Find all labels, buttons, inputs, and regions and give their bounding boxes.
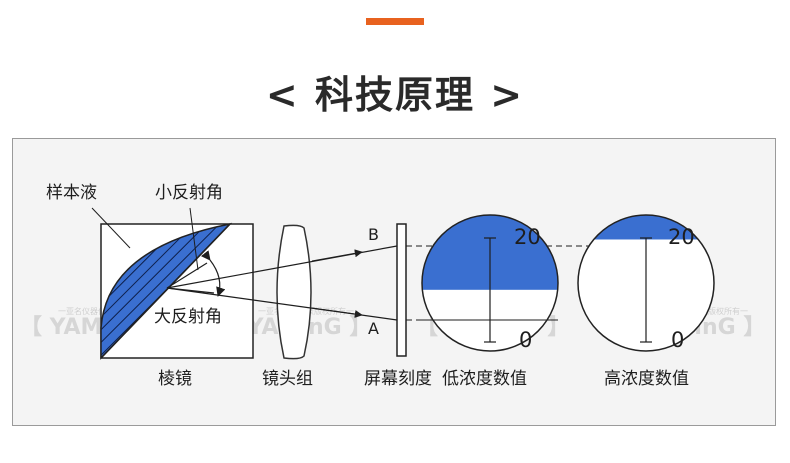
large-reflection-angle-label: 大反射角 — [154, 307, 222, 327]
high-scale-bottom: 0 — [671, 328, 684, 352]
high-scale-top: 20 — [668, 225, 695, 249]
screen-scale-label: 屏幕刻度 — [364, 369, 432, 389]
accent-bar — [366, 18, 424, 25]
screen-scale — [396, 223, 407, 357]
low-scale-top: 20 — [514, 225, 541, 249]
point-b-label: B — [368, 225, 379, 244]
low-concentration-fill — [422, 215, 558, 290]
low-concentration-label: 低浓度数值 — [442, 369, 527, 389]
high-concentration-label: 高浓度数值 — [604, 369, 689, 389]
principle-diagram: 【 YAMinG 】 【 YAMinG 】 【 YAMinG 】 【 YAMin… — [20, 183, 765, 389]
small-reflection-angle-label: 小反射角 — [155, 183, 223, 203]
page-title: < 科技原理 > — [265, 73, 525, 117]
low-scale-bottom: 0 — [519, 328, 532, 352]
sample-liquid-label: 样本液 — [46, 183, 97, 203]
low-concentration-view: 20 0 — [421, 214, 559, 352]
prism — [100, 222, 254, 360]
point-a-label: A — [368, 319, 379, 338]
high-concentration-fill — [578, 215, 714, 240]
lens-group-label: 镜头组 — [262, 369, 313, 389]
prism-label: 棱镜 — [158, 369, 192, 389]
lens-group — [276, 224, 312, 360]
